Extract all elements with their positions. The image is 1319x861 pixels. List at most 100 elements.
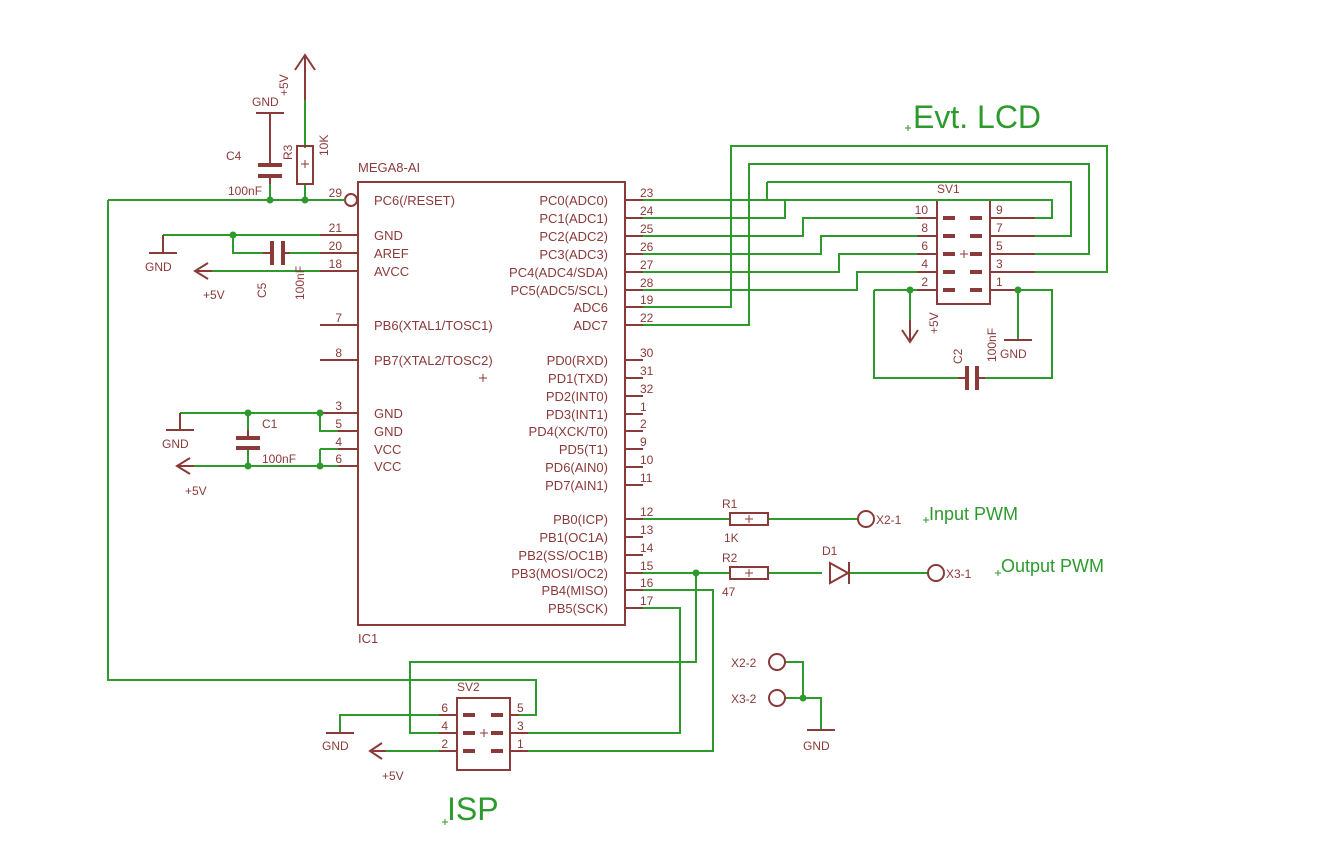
resistor-r2[interactable]: R2 47 xyxy=(722,551,769,599)
wire-pc4 xyxy=(643,253,917,273)
vcc-avcc-label: +5V xyxy=(203,288,225,302)
wire-aref-gnd xyxy=(162,234,320,272)
sv1-pin-right: 3 xyxy=(996,257,1003,271)
pin-number: 6 xyxy=(335,452,342,466)
resistor-r3[interactable]: R3 10K xyxy=(281,135,331,185)
pin-name: PB2(SS/OC1B) xyxy=(518,548,608,563)
connector-x2-1[interactable]: X2-1 xyxy=(857,510,902,528)
connector-x3-2[interactable]: X3-2 xyxy=(731,689,786,707)
wire-pc1 xyxy=(643,199,917,219)
capacitor-c1[interactable]: C1 100nF xyxy=(236,417,296,466)
d1-name: D1 xyxy=(822,544,838,558)
wire-sck xyxy=(528,607,681,734)
sv1-pin-right: 9 xyxy=(996,203,1003,217)
r1-name: R1 xyxy=(722,497,738,511)
pin-name: VCC xyxy=(374,442,401,457)
pin-name: PD2(INT0) xyxy=(546,389,608,404)
pin-number: 11 xyxy=(640,471,653,485)
sv2-pin-right: 5 xyxy=(517,701,524,715)
wire-reset xyxy=(107,199,537,716)
c5-name: C5 xyxy=(255,282,269,298)
pin-name: PC4(ADC4/SDA) xyxy=(509,265,608,280)
pin-name: PB0(ICP) xyxy=(553,512,608,527)
capacitor-c4[interactable]: C4 100nF xyxy=(226,130,282,198)
wire-pc3 xyxy=(643,235,917,255)
sv1-pin-left: 4 xyxy=(921,257,928,271)
pin-name: PD6(AIN0) xyxy=(545,460,608,475)
pin-name: PB1(OC1A) xyxy=(539,530,608,545)
pin-name: GND xyxy=(374,424,403,439)
supply-symbols: GND +5V GND +5V GND +5V +5V GND GND +5V … xyxy=(145,53,1032,783)
ic1-origin-mark xyxy=(479,374,487,382)
pin-name: PD1(TXD) xyxy=(548,371,608,386)
pin-number: 18 xyxy=(329,257,343,271)
pin-name: GND xyxy=(374,228,403,243)
pin-number: 29 xyxy=(329,186,343,200)
capacitor-c5[interactable]: C5 100nF xyxy=(255,241,307,300)
sv1-pin-left: 6 xyxy=(921,239,928,253)
pin-number: 32 xyxy=(640,382,654,396)
pin-number: 24 xyxy=(640,204,654,218)
pin-number: 23 xyxy=(640,186,654,200)
pin-name: PB6(XTAL1/TOSC1) xyxy=(374,318,493,333)
pin-number: 22 xyxy=(640,311,654,325)
x3-1-label: X3-1 xyxy=(946,567,972,581)
pin-number: 26 xyxy=(640,240,654,254)
pin-name: PB5(SCK) xyxy=(548,601,608,616)
capacitor-c2[interactable]: C2 100nF xyxy=(951,328,999,390)
pin-number: 3 xyxy=(335,399,342,413)
pin-number: 1 xyxy=(640,400,647,414)
r2-name: R2 xyxy=(722,551,738,565)
sv1-pin-right: 7 xyxy=(996,221,1003,235)
pin-name: PD3(INT1) xyxy=(546,407,608,422)
pin-name: PD5(T1) xyxy=(559,442,608,457)
diode-d1[interactable]: D1 xyxy=(822,544,851,585)
pin-name: PC5(ADC5/SCL) xyxy=(510,283,608,298)
resistor-r1[interactable]: R1 1K xyxy=(722,497,769,545)
pin-name: AVCC xyxy=(374,264,409,279)
pin-number: 8 xyxy=(335,346,342,360)
connector-x2-2[interactable]: X2-2 xyxy=(731,653,786,671)
pin-name: PC1(ADC1) xyxy=(539,211,608,226)
connector-x3-1[interactable]: X3-1 xyxy=(927,564,972,582)
